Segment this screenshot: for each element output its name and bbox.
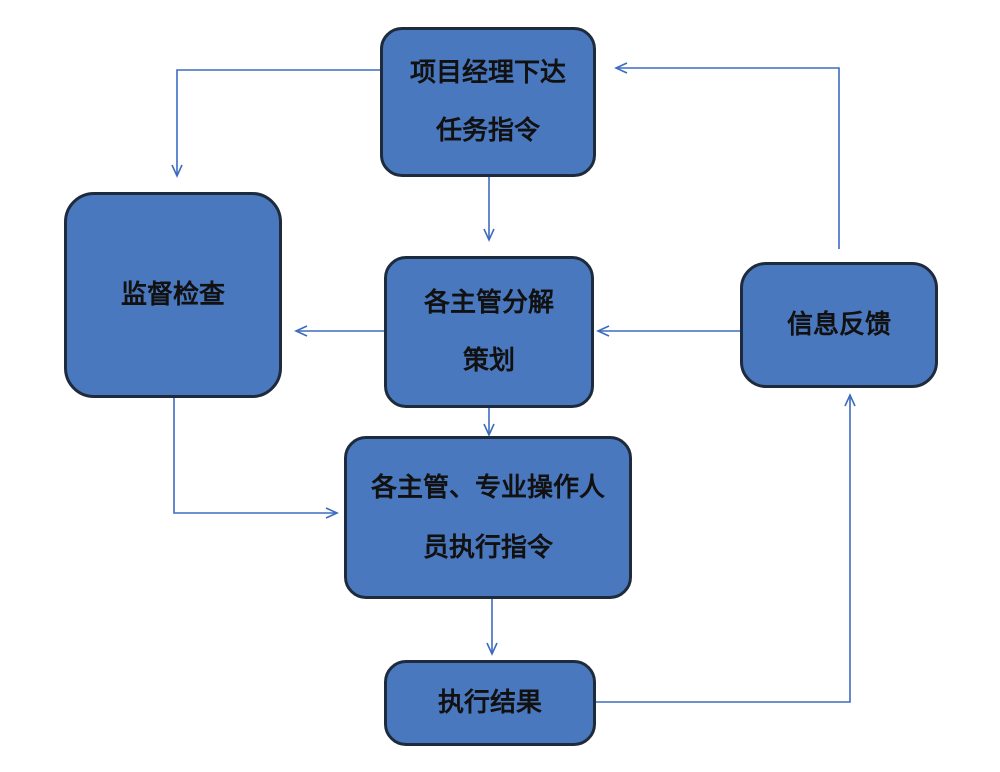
arrow-task-to-supervise xyxy=(171,69,380,178)
node-task-line1: 项目经理下达 xyxy=(409,58,566,88)
node-exec-line1: 各主管、专业操作人 xyxy=(370,472,605,503)
node-feedback-label: 信息反馈 xyxy=(786,310,891,340)
arrow-result-to-feedback xyxy=(596,393,856,703)
node-plan-line2: 策划 xyxy=(462,346,515,376)
node-plan-line1: 各主管分解 xyxy=(423,288,554,318)
node-task-line2: 任务指令 xyxy=(435,116,540,146)
node-execute: 各主管、专业操作人 员执行指令 xyxy=(344,436,632,599)
node-exec-line2: 员执行指令 xyxy=(422,532,553,563)
node-result-label: 执行结果 xyxy=(437,688,542,718)
node-supervise-label: 监督检查 xyxy=(120,280,225,310)
arrow-feedback-to-task xyxy=(614,62,840,249)
node-feedback: 信息反馈 xyxy=(740,262,938,388)
node-task-instruction: 项目经理下达 任务指令 xyxy=(380,27,596,177)
node-plan: 各主管分解 策划 xyxy=(384,256,594,408)
node-supervise: 监督检查 xyxy=(64,192,282,398)
node-result: 执行结果 xyxy=(384,660,596,746)
arrow-supervise-to-exec xyxy=(173,398,339,519)
